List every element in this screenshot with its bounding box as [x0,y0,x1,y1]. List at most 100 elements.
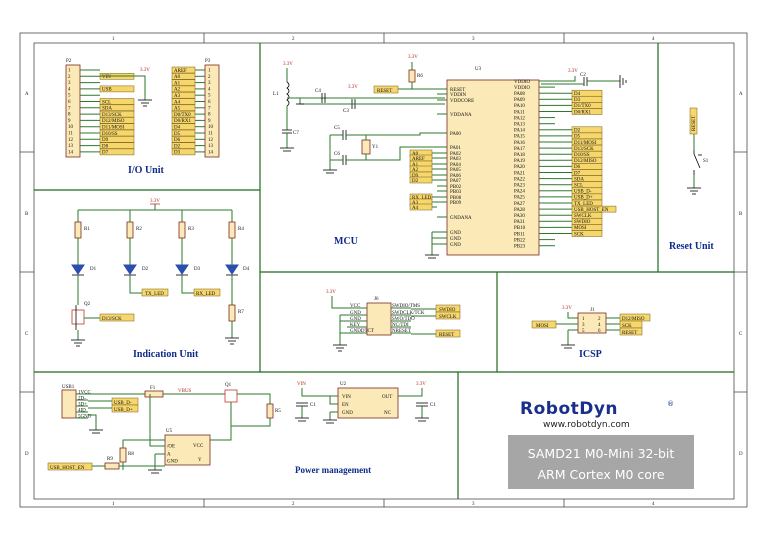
p3-net-3: A2 [174,88,181,93]
p2-rail-33v: 3.3V [140,68,150,73]
net-label-rx-led [193,288,221,297]
brand-url: www.robotdyn.com [543,420,630,430]
vbus-label: VBUS [178,389,192,394]
u3-net-12: D10/SS [574,153,590,158]
l1-ref: L1 [273,92,279,97]
resistor-r3 [178,221,186,239]
p2-pin-13: 13 [68,144,74,149]
p2-pin-3: 3 [68,81,71,86]
mosi-icsp-label: MOSI [536,324,549,329]
row-label-b: B [25,212,29,217]
col-label-1: 1 [112,37,115,42]
p3-pin-2: 2 [208,75,211,80]
u3-net-25: SCK [574,232,584,237]
u3-net-16: SDA [574,177,584,182]
buffer-u5 [164,434,211,466]
c1b-ref: C1 [430,403,436,408]
u3-left-pins: RESETVDDINVDDCOREVDDANAPA00PA01PA02PA03P… [437,88,474,248]
brand-logo: RobotDyn [520,399,618,419]
j1-pin-3: 3 [582,323,585,328]
p2-net-label [99,123,135,130]
p2-net-3: USB [102,88,112,93]
led-branch-4: R4 D4 R7 [225,210,250,345]
u3-pin-pa23: PA23 [514,184,525,189]
u3-pin-pa00: PA00 [450,132,461,137]
c1-ref: C1 [310,403,316,408]
p3-net-label [171,136,196,143]
u3-net-13: D12/MISO [574,159,597,164]
resistor-r4 [228,221,236,239]
u3-pin-pa07: PA07 [450,179,461,184]
p3-net-9: D4 [174,126,181,131]
p2-pin-7: 7 [68,106,71,111]
u5-pin-3: VCC [193,444,204,449]
q1-ref: Q1 [225,383,232,388]
p2-net-10: D10/SS [102,132,118,137]
j6-pin-9: NRESET [392,329,411,334]
row-label-b2: B [739,212,743,217]
j6-pin-8: NC/TDI [392,323,409,328]
ind-rail-33v: 3.3V [150,199,160,204]
j1-pin-5: 5 [582,329,585,334]
u3-pin-pb02: PB02 [450,185,462,190]
p2-net-label [99,129,135,137]
brand-block: RobotDyn ® www.robotdyn.com SAMD21 M0-Mi… [508,399,694,489]
p3-net-7: D0/TX0 [174,113,191,118]
u3-net-5: D0/RX1 [574,110,591,115]
brand-reg-mark: ® [667,400,674,408]
u3-pin-pa05: PA05 [450,168,461,173]
u3-net-8: D2 [574,129,581,134]
power-33v-label: 3.3V [416,382,426,387]
j6-pin-1: GND [350,311,361,316]
p3-pin-10: 10 [208,125,214,130]
u3-pin-pa18: PA18 [514,153,525,158]
mcu-u3-chip [446,79,540,256]
p3-pin-13: 13 [208,144,214,149]
j6-pin-2: GND [350,317,361,322]
p3-pin-3: 3 [208,81,211,86]
u3-net-4: D1/TX0 [574,104,591,109]
led-branch-3: R3 D3 RX_LED [175,210,221,297]
p3-pin-9: 9 [208,119,211,124]
p3-pin-14: 14 [208,150,214,155]
col-label-4: 4 [652,37,655,42]
u5-pin-4: Y [198,458,202,463]
swclk-j6-label: SWCLK [439,315,457,320]
p2-pin-9: 9 [68,119,71,124]
u3-right-pins: VDDIOVDDIOPA08PA09PA10PA11PA12PA13PA14PA… [514,80,555,250]
u3-net-15: D7 [574,171,581,176]
u3-pin-pa17: PA17 [514,147,525,152]
f1-ref: F1 [150,386,156,391]
led-branch-1: R1 D1 [71,210,97,305]
u3-pin-pb08: PB08 [450,196,462,201]
p2-net-label [99,142,135,149]
u3-pin-pa28: PA28 [514,208,525,213]
r3-ref: R3 [188,227,194,232]
p2-net-label [99,117,135,124]
r7-ref: R7 [238,310,244,315]
d4-ref: D4 [243,267,250,272]
r8-ref: R8 [128,452,134,457]
resistor-r1 [74,221,82,239]
usb-pin-4: 5GND [78,415,92,420]
icsp-title: ICSP [579,349,602,360]
mcu-rail-33v-c2: 3.3V [568,69,578,74]
connector-p2 [65,64,81,158]
connector-j6 [366,302,392,336]
u3-pin-pa04: PA04 [450,163,461,168]
j6-pin-3: KEY [350,323,361,328]
col-label-3: 3 [472,37,475,42]
p3-pin-11: 11 [208,132,213,137]
u3-pin-pa03: PA03 [450,157,461,162]
reset-unit: RESET S1 Reset Unit [669,107,714,252]
d13sck-ind-label: D13/SCK [102,317,122,322]
u2-pin-out: OUT [382,395,392,400]
p2-net-1: VIN [102,75,111,80]
u3-pin-pb10: PB10 [514,226,526,231]
col-label-2: 2 [292,37,295,42]
net-label-reset-icsp [619,327,643,336]
p3-net-13: D3 [174,151,181,156]
